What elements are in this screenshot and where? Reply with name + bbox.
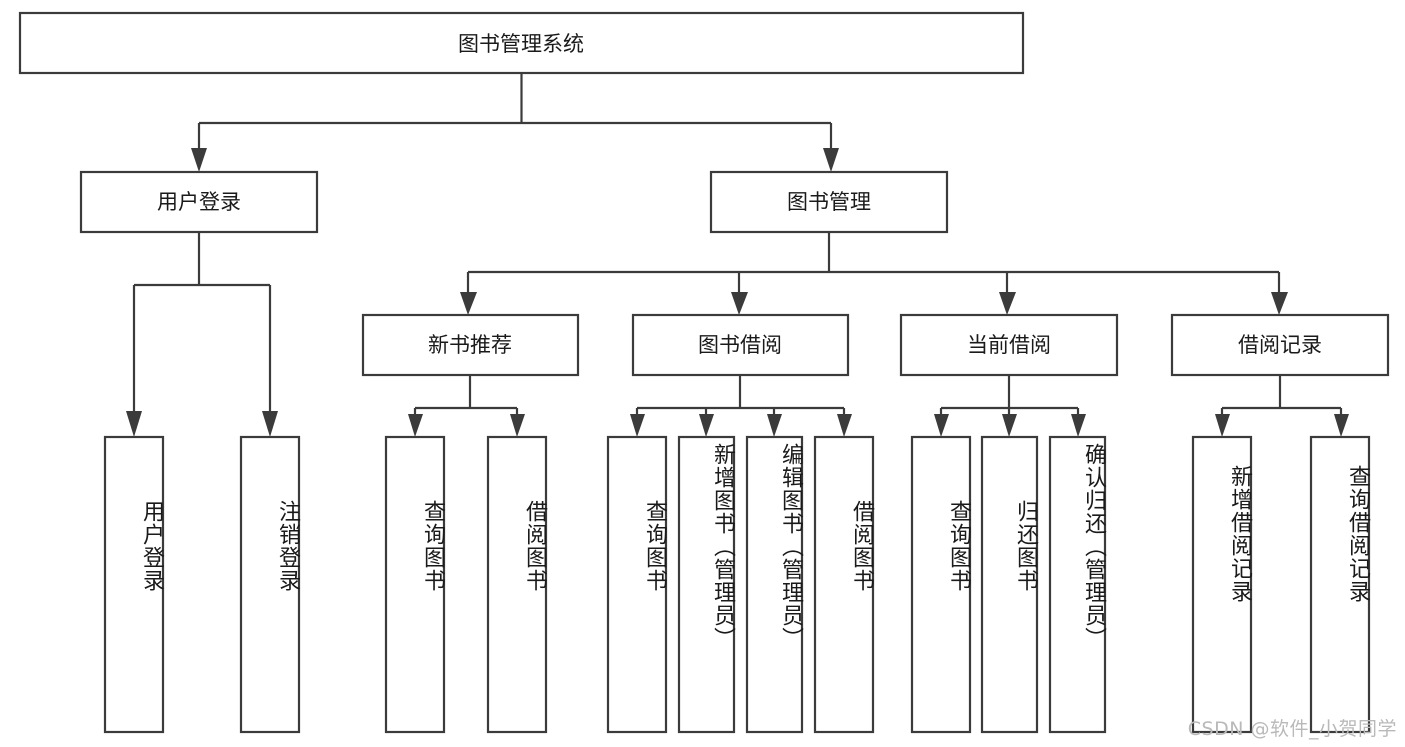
node-label-layer: 图书管理系统 用户登录 图书管理 新书推荐 图书借阅 当前借阅 借阅记录 (157, 32, 1322, 357)
arrow-icon-to-leaf-cb-2 (1002, 414, 1017, 437)
watermark-text: CSDN @软件_小贺同学 (1187, 718, 1397, 740)
arrow-icon-to-current-borrow (999, 292, 1016, 315)
arrow-icon-to-leaf-logout (262, 411, 278, 437)
arrow-icon-to-user-login (191, 148, 207, 172)
node-new-book-label: 新书推荐 (428, 333, 512, 357)
arrow-icon-to-leaf-br-1 (1215, 414, 1230, 437)
leaf-box-bb-add-book[interactable] (677, 435, 736, 734)
arrow-icon-to-leaf-user-login (126, 411, 142, 437)
leaf-box-cb-confirm-return[interactable] (1048, 435, 1107, 734)
leaf-box-bb-query-book[interactable] (606, 435, 668, 734)
arrow-icon-to-leaf-nb-2 (510, 414, 525, 437)
arrow-icon-to-new-book (460, 292, 477, 315)
node-new-book-box[interactable] (361, 313, 580, 377)
node-book-mgmt-label: 图书管理 (787, 190, 871, 214)
leaf-box-logout[interactable] (239, 435, 301, 734)
node-user-login-label: 用户登录 (157, 190, 241, 214)
leaf-box-nb-query-book[interactable] (384, 435, 446, 734)
arrow-icon-to-leaf-bb-2 (699, 414, 714, 437)
leaf-box-cb-query-book[interactable] (910, 435, 972, 734)
node-user-login-box[interactable] (79, 170, 319, 234)
arrow-icon-to-book-mgmt (823, 148, 839, 172)
leaf-box-user-login[interactable] (103, 435, 165, 734)
arrow-icon-to-leaf-bb-1 (630, 414, 645, 437)
node-root-label: 图书管理系统 (458, 32, 584, 56)
node-current-borrow-label: 当前借阅 (967, 333, 1051, 357)
node-borrow-record-label: 借阅记录 (1238, 333, 1322, 357)
arrow-icon-to-borrow-record (1271, 292, 1288, 315)
arrow-icon-to-leaf-cb-3 (1071, 414, 1086, 437)
arrow-icon-to-leaf-bb-3 (767, 414, 782, 437)
arrow-icon-to-leaf-nb-1 (408, 414, 423, 437)
arrow-icon-to-leaf-bb-4 (837, 414, 852, 437)
arrowhead-layer (126, 148, 1349, 437)
node-current-borrow-box[interactable] (899, 313, 1119, 377)
node-book-mgmt-box[interactable] (709, 170, 949, 234)
node-book-borrow-box[interactable] (631, 313, 850, 377)
leaf-box-br-query-record[interactable] (1309, 435, 1371, 734)
leaf-box-br-add-record[interactable] (1191, 435, 1253, 734)
leaf-box-cb-return-book[interactable] (980, 435, 1039, 734)
leaf-box-bb-borrow-book[interactable] (813, 435, 875, 734)
node-book-borrow-label: 图书借阅 (698, 333, 782, 357)
arrow-icon-to-book-borrow (731, 292, 748, 315)
node-root-box[interactable] (18, 11, 1025, 75)
arrow-icon-to-leaf-cb-1 (934, 414, 949, 437)
leaf-box-nb-borrow-book[interactable] (486, 435, 548, 734)
node-borrow-record-box[interactable] (1170, 313, 1390, 377)
node-box-layer (18, 11, 1390, 734)
leaf-box-bb-edit-book[interactable] (745, 435, 804, 734)
arrow-icon-to-leaf-br-2 (1334, 414, 1349, 437)
